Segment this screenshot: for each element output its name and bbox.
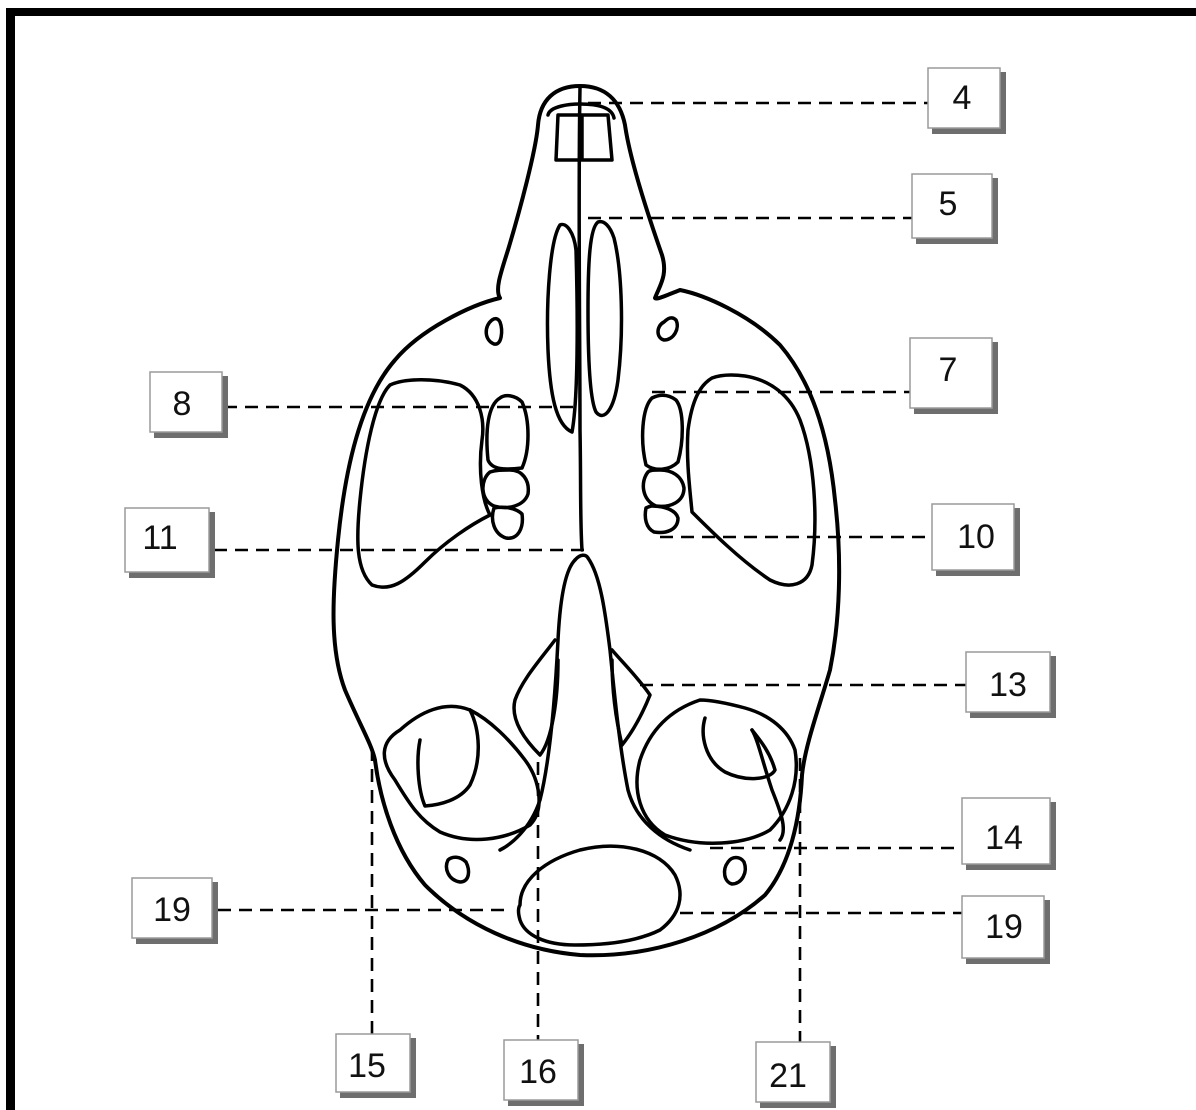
label-text-5: 5 — [939, 185, 958, 223]
bulla-inner-left — [418, 710, 478, 806]
foramen-small-right — [658, 318, 677, 340]
basioccipital-right-edge — [588, 558, 690, 850]
pterygoid-right — [612, 650, 650, 745]
foramen-back-left — [447, 857, 469, 882]
label-text-19-left: 19 — [153, 891, 191, 929]
label-text-21: 21 — [769, 1057, 807, 1095]
label-14: 14 — [962, 798, 1056, 870]
basioccipital-top — [575, 555, 588, 560]
label-8: 8 — [150, 372, 228, 438]
auditory-bulla-left — [384, 706, 539, 839]
label-10: 10 — [932, 504, 1020, 576]
zygomatic-opening-left — [358, 380, 490, 587]
foramen-back-right — [725, 858, 746, 885]
label-7: 7 — [910, 338, 998, 414]
label-16: 16 — [504, 1040, 584, 1106]
incisive-foramen-right — [588, 222, 621, 416]
label-text-4: 4 — [953, 79, 972, 117]
incisors — [556, 115, 612, 160]
label-text-8: 8 — [173, 385, 192, 423]
label-text-7: 7 — [939, 351, 958, 389]
label-text-14: 14 — [985, 819, 1023, 857]
foramen-magnum — [519, 846, 681, 945]
foramen-small-left — [486, 319, 501, 344]
paroccipital-right — [752, 730, 783, 840]
label-13: 13 — [966, 652, 1056, 718]
label-19-left: 19 — [132, 878, 218, 944]
skull-drawing — [334, 86, 840, 955]
label-text-13: 13 — [989, 666, 1027, 704]
label-5: 5 — [912, 174, 998, 244]
skull-outline — [334, 86, 840, 955]
label-boxes: 4 5 7 8 11 10 — [125, 68, 1056, 1108]
incisive-foramen-left — [548, 224, 578, 432]
label-text-16: 16 — [519, 1053, 557, 1091]
label-11: 11 — [125, 508, 215, 578]
label-text-15: 15 — [348, 1047, 386, 1085]
zygomatic-opening-right — [687, 375, 814, 585]
label-text-10: 10 — [957, 518, 995, 556]
label-text-19-right: 19 — [985, 908, 1023, 946]
label-15: 15 — [336, 1034, 416, 1098]
label-19-right: 19 — [962, 896, 1050, 964]
label-text-11: 11 — [142, 519, 177, 557]
label-21: 21 — [756, 1042, 836, 1108]
molar-row-right — [643, 395, 684, 532]
label-4: 4 — [928, 68, 1006, 134]
